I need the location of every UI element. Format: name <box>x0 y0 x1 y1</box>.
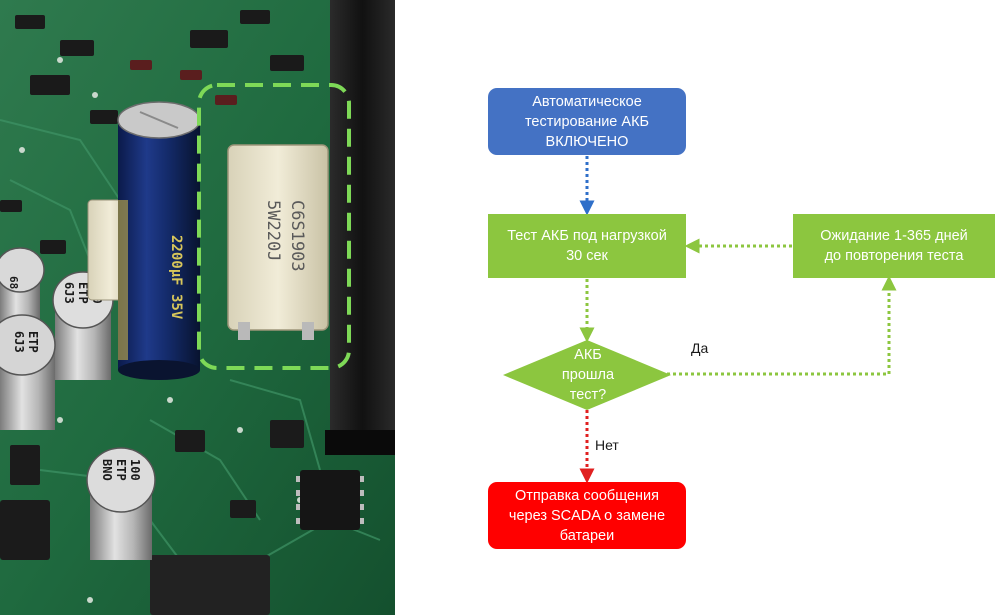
node-wait-text: Ожидание 1-365 дней до повторения теста <box>820 226 968 266</box>
node-decision: АКБ прошла тест? <box>543 345 633 405</box>
node-wait: Ожидание 1-365 дней до повторения теста <box>793 214 995 278</box>
node-decision-text: АКБ прошла тест? <box>562 345 614 405</box>
edge-label-yes: Да <box>691 340 708 356</box>
edge-yes-to-wait <box>667 283 889 374</box>
smd-cap-100-value: 100 <box>128 459 142 481</box>
smd-cap-label-1: 68 <box>7 276 20 289</box>
smd-cap-100-code: BNO <box>100 459 114 481</box>
node-battery-test-text: Тест АКБ под нагрузкой 30 сек <box>507 226 667 266</box>
node-battery-test: Тест АКБ под нагрузкой 30 сек <box>488 214 686 278</box>
electrolytic-cap-label: 2200μF 35V <box>168 235 184 320</box>
pcb-photo: 68 330 ETP 6J3 ETP 6J3 100 ETP BNO <box>0 0 395 615</box>
pcb-illustration: 68 330 ETP 6J3 ETP 6J3 100 ETP BNO <box>0 0 395 615</box>
node-send-scada-alert: Отправка сообщения через SCADA о замене … <box>488 482 686 549</box>
smd-cap-100-series: ETP <box>114 459 128 481</box>
smd-cap-left-series: ETP <box>26 331 40 353</box>
flowchart: Автоматическое тестирование АКБ ВКЛЮЧЕНО… <box>395 0 1000 615</box>
film-cap-line-2: C6S1903 <box>287 200 307 272</box>
smd-cap-330-code: 6J3 <box>62 282 76 304</box>
edge-label-no: Нет <box>595 437 619 453</box>
film-cap-line-1: 5W220J <box>263 200 283 261</box>
node-send-scada-alert-text: Отправка сообщения через SCADA о замене … <box>509 486 665 546</box>
smd-cap-left-code: 6J3 <box>12 331 26 353</box>
node-start: Автоматическое тестирование АКБ ВКЛЮЧЕНО <box>488 88 686 155</box>
node-start-text: Автоматическое тестирование АКБ ВКЛЮЧЕНО <box>525 92 649 152</box>
flowchart-edges <box>395 0 1000 615</box>
